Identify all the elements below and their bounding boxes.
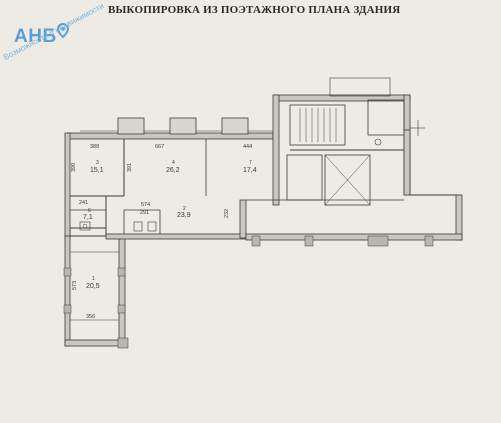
room-area: 15,1 xyxy=(90,167,104,174)
room-number: 1 xyxy=(92,276,95,282)
dimension-label: 391 xyxy=(127,163,133,172)
room-number: 4 xyxy=(172,160,175,166)
window-bay-1 xyxy=(117,117,145,135)
stair-treads xyxy=(299,108,337,142)
east-wall xyxy=(403,129,411,196)
wall-south-main xyxy=(105,233,247,240)
dimension-label: 291 xyxy=(140,210,149,216)
sink-fixture xyxy=(79,221,91,231)
outer-wall xyxy=(67,138,107,237)
elevator-shaft xyxy=(324,154,371,206)
window-bay-3 xyxy=(221,117,249,135)
room-area: 17,4 xyxy=(243,167,257,174)
dimension-label: 390 xyxy=(71,163,77,172)
wall-south-lower xyxy=(64,339,126,347)
dimension-label: 573 xyxy=(72,281,78,290)
room-number: 7 xyxy=(249,160,252,166)
corner-room xyxy=(367,99,405,136)
location-pin-icon xyxy=(56,22,70,39)
dimension-label: 356 xyxy=(86,314,95,320)
corridor-south-wall xyxy=(245,233,463,241)
wall-west-main xyxy=(64,132,71,239)
core-west-wall xyxy=(272,94,280,206)
room-area: 23,9 xyxy=(177,212,191,219)
toilet-fixture xyxy=(133,221,143,232)
dimension-label: 241 xyxy=(79,200,88,206)
room-area: 20,5 xyxy=(86,283,100,290)
window-bay-2 xyxy=(169,117,197,135)
wall-east-main xyxy=(239,199,247,239)
wall-east-lower xyxy=(118,235,126,347)
room-number: 6 xyxy=(88,208,91,214)
room-area: 7,1 xyxy=(83,214,93,221)
room-number: 3 xyxy=(96,160,99,166)
core-room xyxy=(286,154,323,201)
top-canopy xyxy=(329,77,391,97)
dimension-label: 232 xyxy=(224,209,230,218)
room-area: 26,2 xyxy=(166,167,180,174)
dimension-label: 574 xyxy=(141,202,150,208)
dimension-label: 388 xyxy=(90,144,99,150)
document-title: ВЫКОПИРОВКА ИЗ ПОЭТАЖНОГО ПЛАНА ЗДАНИЯ xyxy=(108,4,401,16)
dimension-label: 444 xyxy=(243,144,252,150)
stair-shaft xyxy=(289,104,346,146)
east-end-wall xyxy=(455,194,463,241)
wall-west-lower xyxy=(64,235,71,347)
room-number: 2 xyxy=(183,206,186,212)
toilet-fixture-2 xyxy=(147,221,157,232)
logo-text: АНБ xyxy=(14,26,57,47)
dimension-label: 667 xyxy=(155,144,164,150)
